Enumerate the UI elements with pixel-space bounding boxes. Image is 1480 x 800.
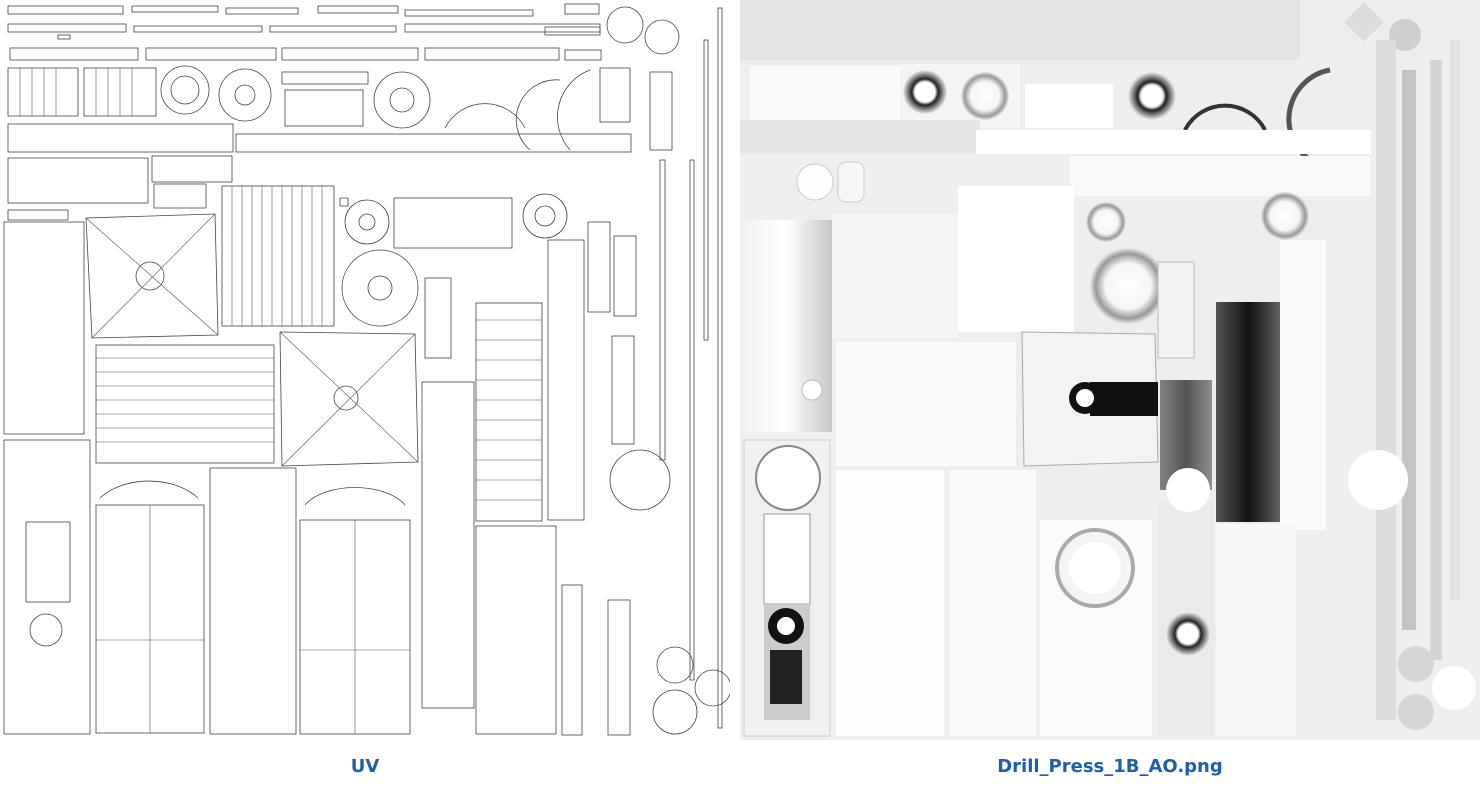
ao-texture [740, 0, 1480, 740]
ao-texture-image [740, 0, 1480, 740]
uv-layout-image [0, 0, 730, 740]
uv-caption: UV [350, 756, 380, 777]
ao-texture-caption: Drill_Press_1B_AO.png [997, 756, 1223, 777]
uv-wireframe [3, 3, 730, 736]
